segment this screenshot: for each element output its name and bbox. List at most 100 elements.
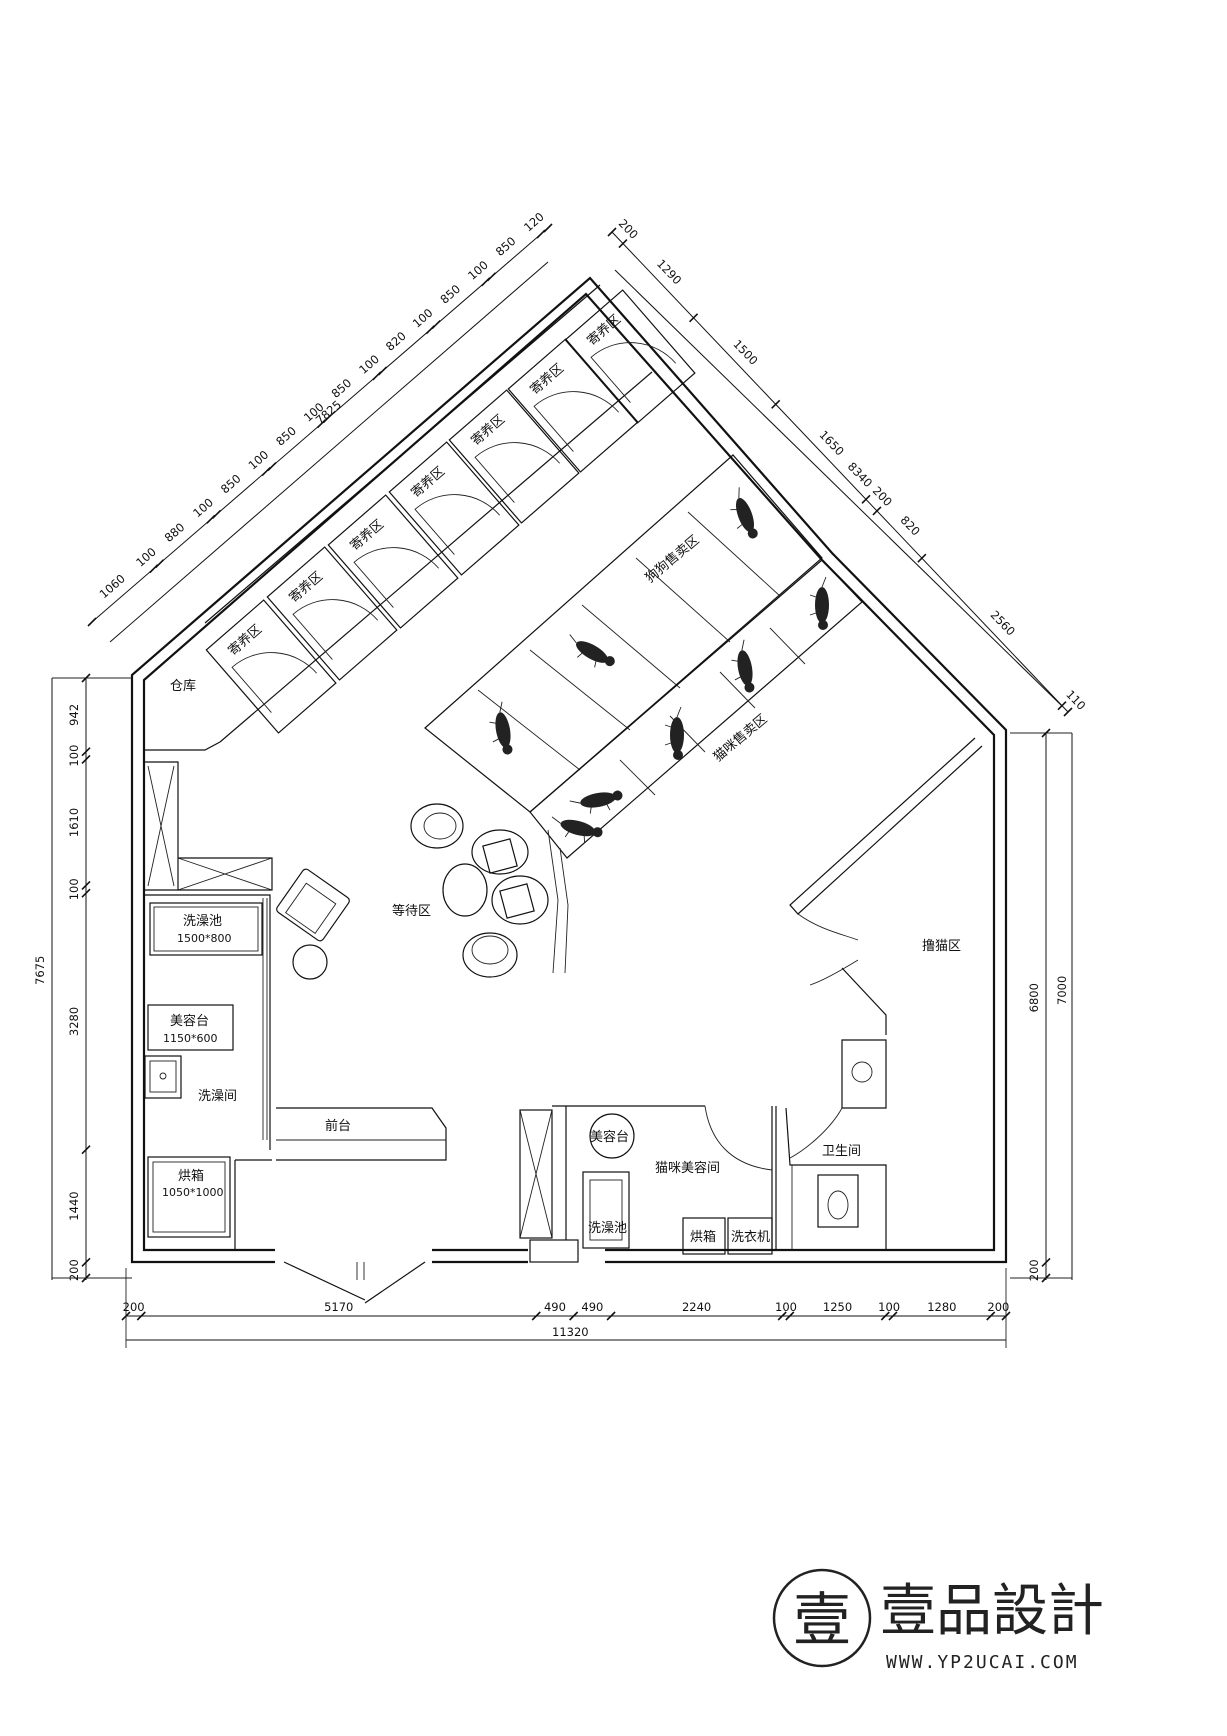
label-grooming-table-size: 1150*600 <box>163 1032 218 1045</box>
dim-value: 1440 <box>67 1191 81 1220</box>
dim-left-total: 7675 <box>33 956 47 985</box>
pet-silhouette <box>730 487 758 539</box>
label-small-bath-tub: 洗澡池 <box>588 1221 627 1236</box>
dim-value: 100 <box>67 878 81 900</box>
dim-value: 490 <box>544 1300 566 1314</box>
dim-value: 850 <box>273 424 299 449</box>
label-cat-petting: 撸猫区 <box>922 939 961 954</box>
dim-value: 1280 <box>927 1300 956 1314</box>
dim-value: 200 <box>67 1259 81 1281</box>
logo-circle <box>772 1568 872 1668</box>
toilet-room <box>785 1039 887 1250</box>
kennel: 寄养区 <box>266 546 398 681</box>
dim-value: 880 <box>162 520 188 545</box>
dim-bottom-total: 11320 <box>552 1325 589 1339</box>
dim-top-right-total: 8340 <box>845 459 875 490</box>
dim-right-total: 7000 <box>1055 976 1069 1005</box>
logo-glyph: 壹 <box>793 1586 851 1654</box>
dim-value: 120 <box>521 210 547 235</box>
dim-value: 1290 <box>654 257 684 288</box>
dim-value: 490 <box>581 1300 603 1314</box>
dim-value: 850 <box>437 282 463 307</box>
kennel: 寄养区 <box>564 289 696 424</box>
dim-value: 1500 <box>730 337 760 368</box>
pet-silhouette <box>489 701 513 755</box>
label-storage: 仓库 <box>170 678 196 694</box>
label-dryer-box: 烘箱 <box>178 1168 204 1184</box>
kennel: 寄养区 <box>388 441 520 576</box>
dim-value: 100 <box>465 258 491 283</box>
label-waiting: 等待区 <box>392 903 431 919</box>
boarding-area <box>144 284 653 751</box>
label-cat-sales: 猫咪售卖区 <box>710 711 770 765</box>
cat-grooming-room <box>519 1105 777 1263</box>
dim-value: 2560 <box>988 608 1018 639</box>
pet-silhouette <box>551 816 603 843</box>
outer-walls <box>130 276 1008 1304</box>
pet-silhouette <box>664 706 684 760</box>
dim-value: 6800 <box>1027 983 1041 1012</box>
dim-value: 200 <box>987 1300 1009 1314</box>
dim-value: 200 <box>1027 1259 1041 1281</box>
kennel: 寄养区 <box>507 338 639 473</box>
dim-value: 1650 <box>817 428 847 459</box>
entrance-door-right <box>364 1261 426 1304</box>
label-grooming-table: 美容台 <box>170 1013 209 1029</box>
dim-value: 200 <box>870 484 895 510</box>
label-toilet: 卫生间 <box>822 1144 861 1159</box>
dim-value: 1060 <box>97 571 128 601</box>
label-small-dryer: 烘箱 <box>690 1229 716 1245</box>
dim-value: 942 <box>67 704 81 726</box>
label-cat-grooming-room: 猫咪美容间 <box>655 1160 720 1176</box>
pet-silhouettes <box>489 487 829 843</box>
front-desk <box>276 1107 447 1161</box>
dim-value: 100 <box>67 745 81 767</box>
armchair <box>276 868 350 942</box>
kennel: 寄养区 <box>205 599 337 734</box>
dim-value: 100 <box>410 306 436 331</box>
cat-petting-wall <box>789 737 983 1035</box>
kennel: 寄养区 <box>448 389 580 524</box>
dog-sales-cabinets <box>424 454 823 813</box>
entrance-door-left <box>283 1261 366 1301</box>
label-front-desk: 前台 <box>325 1118 351 1134</box>
side-table <box>292 944 328 980</box>
logo-name: 壹品設計 <box>880 1579 1104 1644</box>
dim-value: 110 <box>1063 687 1088 713</box>
brand-logo: 壹 壹品設計 WWW.YP2UCAI.COM <box>772 1568 1104 1673</box>
waiting-furniture <box>276 803 549 980</box>
kennel: 寄养区 <box>327 494 459 629</box>
dim-value: 1610 <box>67 808 81 837</box>
label-dryer-box-size: 1050*1000 <box>162 1186 224 1199</box>
dimensions-right: 6800 200 7000 <box>1010 728 1073 1283</box>
pet-silhouette <box>731 639 755 693</box>
dim-value: 200 <box>123 1300 145 1314</box>
dim-value: 2240 <box>682 1300 711 1314</box>
label-bath-room: 洗澡间 <box>198 1089 237 1104</box>
pet-silhouette <box>809 576 829 630</box>
dim-value: 200 <box>616 216 641 242</box>
label-dog-sales: 狗狗售卖区 <box>642 532 702 586</box>
dim-value: 820 <box>383 329 409 354</box>
pet-silhouette <box>569 634 615 668</box>
cat-sales-cabinets <box>529 559 863 974</box>
dim-value: 820 <box>898 513 923 539</box>
dim-value: 5170 <box>324 1300 353 1314</box>
dim-value: 100 <box>133 545 159 570</box>
label-bath-tub-size: 1500*800 <box>177 932 232 945</box>
bath-room <box>144 894 272 1250</box>
logo-url: WWW.YP2UCAI.COM <box>886 1652 1079 1673</box>
dim-value: 100 <box>190 495 216 520</box>
dim-value: 850 <box>329 376 355 401</box>
dim-value: 100 <box>878 1300 900 1314</box>
dim-value: 1250 <box>823 1300 852 1314</box>
fixture-labels: 洗澡池 1500*800 美容台 1150*600 烘箱 1050*1000 美… <box>162 914 770 1245</box>
dim-value: 850 <box>493 234 519 259</box>
label-round-grooming-table: 美容台 <box>590 1129 629 1145</box>
label-bath-tub: 洗澡池 <box>183 914 222 929</box>
storage-room <box>144 761 273 891</box>
